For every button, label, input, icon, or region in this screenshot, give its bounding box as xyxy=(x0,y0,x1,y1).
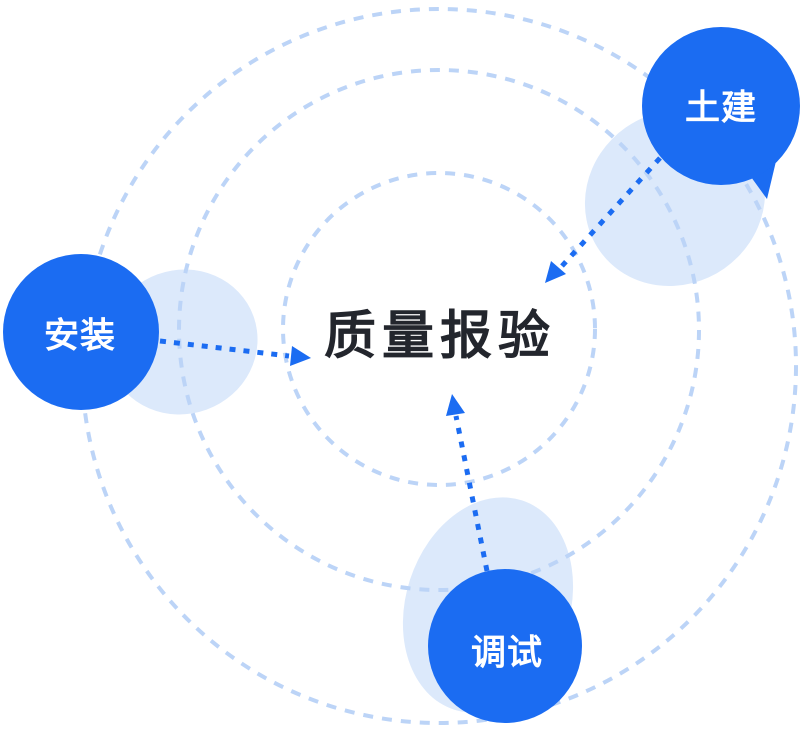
arrow-line-tiaoshi xyxy=(453,415,490,572)
arrow-line-tujian xyxy=(560,156,662,268)
middle-ring xyxy=(177,68,701,592)
inner-ring xyxy=(281,171,597,487)
node-circle-tujian xyxy=(642,27,800,185)
arrow-head-tujian-icon xyxy=(545,261,566,283)
arrow-head-anzhuang-icon xyxy=(290,346,311,366)
node-label-tujian: 土建 xyxy=(684,88,758,128)
node-label-anzhuang: 安装 xyxy=(43,316,117,356)
node-label-tiaoshi: 调试 xyxy=(470,633,544,673)
node-circle-tiaoshi xyxy=(428,569,582,723)
center-title: 质量报验 xyxy=(323,307,557,366)
node-circle-anzhuang xyxy=(3,254,159,410)
arrow-head-tiaoshi-icon xyxy=(446,394,465,416)
